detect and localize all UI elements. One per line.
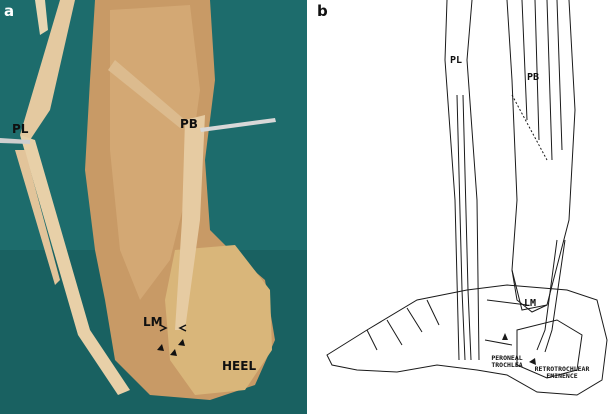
dissection-photo-panel: a PL PB LM HEEL xyxy=(0,0,307,414)
dissection-photo xyxy=(0,0,307,414)
label-heel-photo: HEEL xyxy=(222,359,257,373)
line-drawing-panel: b PL PB LM PERONEAL TROCHLEA RETROTROCHL… xyxy=(307,0,609,414)
label-pb-photo: PB xyxy=(180,117,198,131)
ankle-line-drawing xyxy=(326,0,608,396)
label-pl-photo: PL xyxy=(12,122,29,136)
label-retrotrochlear-eminence: RETROTROCHLEAR EMINENCE xyxy=(534,365,590,380)
panel-a-letter: a xyxy=(4,2,15,20)
panel-b-letter: b xyxy=(317,2,328,20)
label-pb-drawing: PB xyxy=(527,72,540,83)
label-peroneal-trochlea: PERONEAL TROCHLEA xyxy=(491,354,523,369)
label-pl-drawing: PL xyxy=(450,55,463,66)
label-lm-drawing: LM xyxy=(524,298,537,309)
label-lm-photo: LM xyxy=(143,315,163,329)
